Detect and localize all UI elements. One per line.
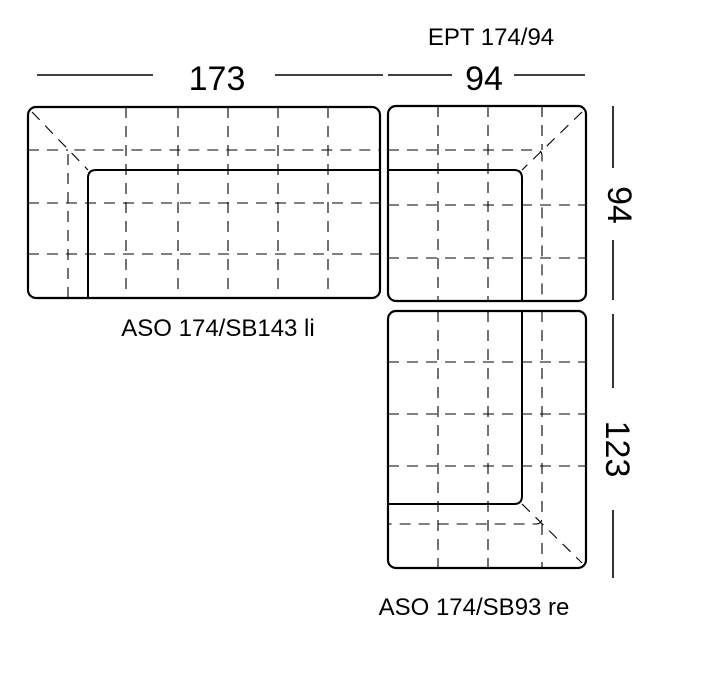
- dim-width-left: 173: [189, 60, 246, 98]
- dimension-height: 94 123: [598, 106, 638, 578]
- dim-height-top: 94: [600, 186, 638, 224]
- dimension-width: 173 94: [37, 60, 585, 98]
- label-ept: EPT 174/94: [428, 24, 554, 51]
- module-corner: [386, 104, 588, 303]
- label-aso-right: ASO 174/SB93 re: [379, 594, 570, 621]
- dim-width-right: 94: [465, 60, 503, 98]
- module-left-chaise: [26, 105, 382, 300]
- dim-height-bottom: 123: [598, 421, 636, 478]
- label-aso-left: ASO 174/SB143 li: [121, 315, 314, 342]
- module-bottom-chaise: [386, 309, 588, 570]
